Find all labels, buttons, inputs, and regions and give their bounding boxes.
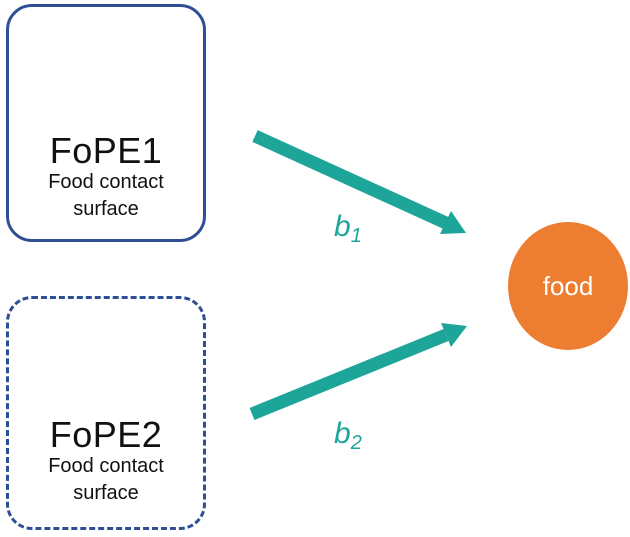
fope2-box: FoPE2 Food contact surface <box>6 296 206 530</box>
food-node: food <box>508 222 628 350</box>
edge-label-b1-symbol: b <box>334 210 351 243</box>
edge-label-b1: b1 <box>334 210 362 248</box>
fope2-title: FoPE2 <box>49 414 163 455</box>
edge-label-b2: b2 <box>334 417 362 455</box>
fope1-subtitle-line1: Food contact <box>48 171 164 193</box>
fope2-subtitle-line1: Food contact <box>48 455 164 477</box>
fope1-title: FoPE1 <box>49 130 163 171</box>
edge-label-b2-symbol: b <box>334 417 351 450</box>
fope2-subtitle-line2: surface <box>73 482 139 504</box>
arrow-b2 <box>249 323 467 421</box>
fope1-subtitle-line2: surface <box>73 198 139 220</box>
fope2-subtitle: Food contact surface <box>48 453 164 507</box>
fope1-subtitle: Food contact surface <box>48 169 164 223</box>
edge-label-b2-subscript: 2 <box>350 432 362 454</box>
arrow-b1-head <box>440 211 466 234</box>
fope1-box: FoPE1 Food contact surface <box>6 4 206 242</box>
edge-label-b1-subscript: 1 <box>350 225 362 247</box>
arrow-b2-shaft <box>249 328 449 421</box>
food-label: food <box>542 270 594 301</box>
arrow-b1 <box>252 130 466 234</box>
arrow-b2-head <box>441 323 467 347</box>
arrow-b1-shaft <box>252 130 449 229</box>
